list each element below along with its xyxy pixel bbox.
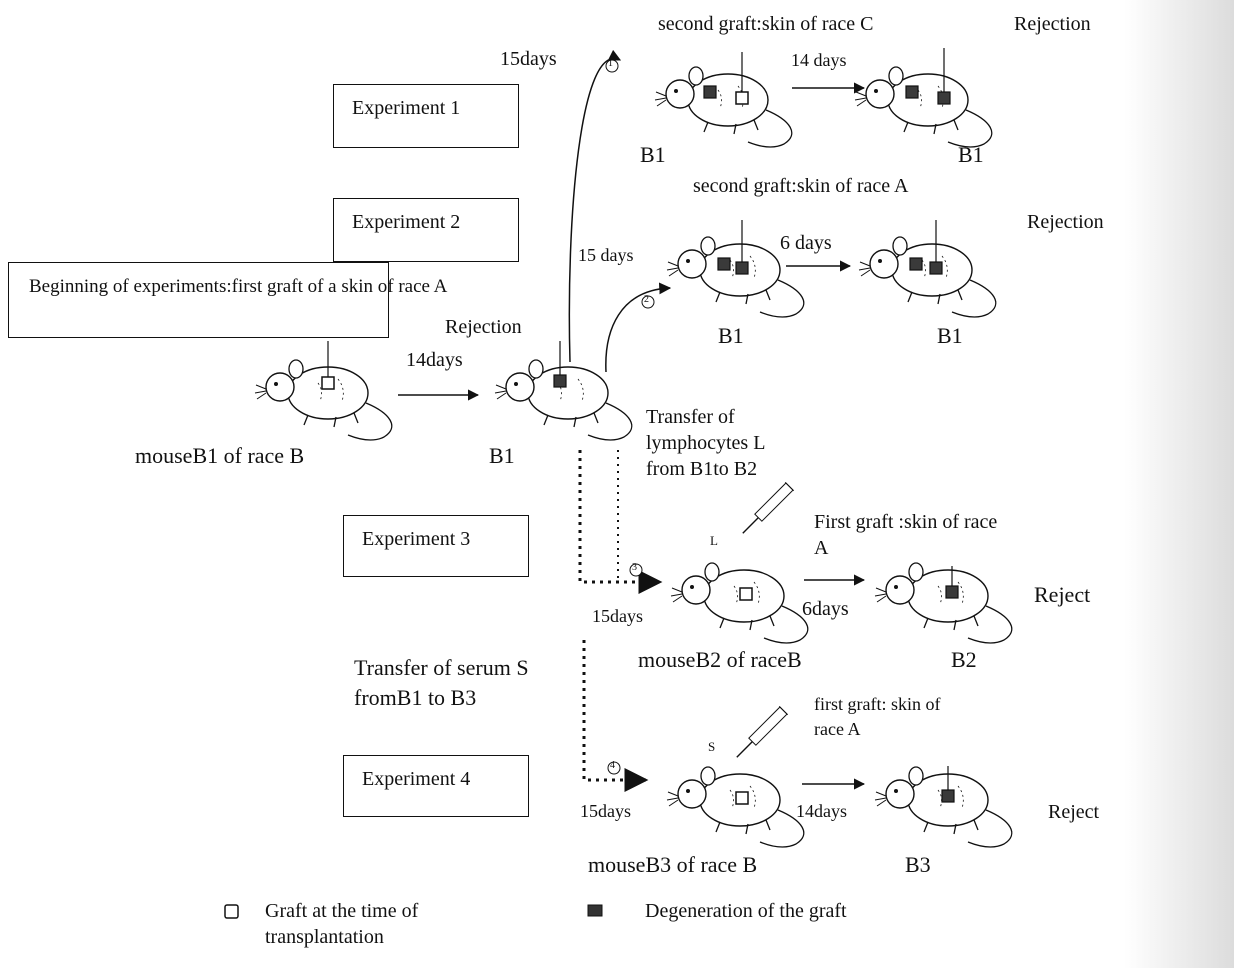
label-15days-exp4: 15days bbox=[580, 801, 631, 821]
syringe-l bbox=[742, 481, 795, 534]
label-first-graft-exp3: First graft :skin of race A bbox=[814, 511, 998, 559]
legend-fresh-graft-icon bbox=[224, 904, 239, 919]
label-second-graft-a: second graft:skin of race A bbox=[693, 175, 909, 197]
label-rejection-main: Rejection bbox=[445, 316, 522, 338]
label-b1-main: B1 bbox=[489, 443, 515, 468]
experiment-1-box: Experiment 1 bbox=[333, 84, 519, 148]
label-first-graft-exp4: first graft: skin of race A bbox=[814, 694, 941, 740]
circled-number-1-text: 1 bbox=[608, 58, 613, 69]
mouse-b1-start bbox=[254, 341, 393, 441]
label-reject-exp3: Reject bbox=[1034, 582, 1091, 607]
mouse-b1-exp1-right bbox=[854, 48, 993, 148]
scanned-page-edge bbox=[1124, 0, 1234, 968]
label-b2: B2 bbox=[951, 647, 977, 672]
mouse-b1-exp1-left bbox=[654, 52, 793, 148]
mouse-b3-left bbox=[666, 766, 805, 848]
beginning-box: Beginning of experiments:first graft of … bbox=[8, 262, 448, 338]
label-15days-exp1: 15days bbox=[500, 48, 557, 70]
mouse-b1-exp2-left bbox=[666, 220, 805, 318]
label-transfer-serum: Transfer of serum S fromB1 to B3 bbox=[354, 655, 529, 710]
experiment-4-box: Experiment 4 bbox=[343, 755, 529, 817]
circled-number-2-text: 2 bbox=[644, 294, 649, 305]
label-b1-exp2-right: B1 bbox=[937, 323, 963, 348]
legend-degeneration-label: Degeneration of the graft bbox=[645, 900, 847, 922]
circled-number-3-text: 3 bbox=[632, 562, 637, 573]
experiment-2-label: Experiment 2 bbox=[352, 211, 461, 233]
legend-degenerated-graft-icon bbox=[587, 904, 603, 917]
circled-number-3 bbox=[629, 563, 643, 577]
experiment-1-label: Experiment 1 bbox=[352, 97, 461, 119]
experiment-3-label: Experiment 3 bbox=[362, 528, 471, 550]
mouse-b1-exp2-right bbox=[858, 220, 997, 318]
syringe-s bbox=[736, 705, 789, 758]
label-rejection-exp2: Rejection bbox=[1027, 211, 1104, 233]
label-b1-exp2-left: B1 bbox=[718, 323, 744, 348]
label-6days-exp2: 6 days bbox=[780, 232, 832, 254]
circled-number-4 bbox=[607, 761, 621, 775]
beginning-label: Beginning of experiments:first graft of … bbox=[29, 276, 448, 297]
mouse-b2-right bbox=[874, 562, 1013, 644]
label-mouse-b2: mouseB2 of raceB bbox=[638, 647, 802, 672]
label-14days-main: 14days bbox=[406, 349, 463, 371]
circled-number-1 bbox=[605, 59, 619, 73]
curve-to-exp1 bbox=[568, 49, 622, 363]
mouse-b3-right bbox=[874, 766, 1013, 848]
dashed-path-serum bbox=[582, 640, 649, 792]
experiment-3-box: Experiment 3 bbox=[343, 515, 529, 577]
experiment-4-label: Experiment 4 bbox=[362, 768, 471, 790]
legend-graft-time-label: Graft at the time of transplantation bbox=[265, 900, 419, 948]
label-15days-exp2: 15 days bbox=[578, 245, 634, 265]
label-b1-exp1-right: B1 bbox=[958, 142, 984, 167]
label-transfer-lymphocytes: Transfer of lymphocytes L from B1to B2 bbox=[646, 406, 765, 480]
mouse-b2-left bbox=[670, 562, 809, 644]
label-b3: B3 bbox=[905, 852, 931, 877]
label-reject-exp4: Reject bbox=[1048, 801, 1100, 823]
label-14days-exp4: 14days bbox=[796, 801, 847, 821]
label-mouse-b1: mouseB1 of race B bbox=[135, 443, 305, 468]
label-6days-exp3: 6days bbox=[802, 598, 849, 620]
label-b1-exp1-left: B1 bbox=[640, 142, 666, 167]
mouse-b1-rejected bbox=[494, 341, 633, 441]
label-mouse-b3: mouseB3 of race B bbox=[588, 852, 758, 877]
experiment-2-box: Experiment 2 bbox=[333, 198, 519, 262]
label-rejection-exp1: Rejection bbox=[1014, 13, 1091, 35]
syringe-s-label: S bbox=[708, 739, 716, 754]
label-second-graft-c: second graft:skin of race C bbox=[658, 13, 874, 35]
dashed-path-lymphocytes bbox=[578, 450, 663, 594]
circled-number-4-text: 4 bbox=[610, 760, 615, 771]
label-14days-exp1: 14 days bbox=[791, 50, 847, 70]
curve-to-exp2 bbox=[605, 282, 672, 373]
syringe-l-label: L bbox=[710, 533, 718, 548]
label-15days-exp3: 15days bbox=[592, 606, 643, 626]
circled-number-2 bbox=[641, 295, 655, 309]
